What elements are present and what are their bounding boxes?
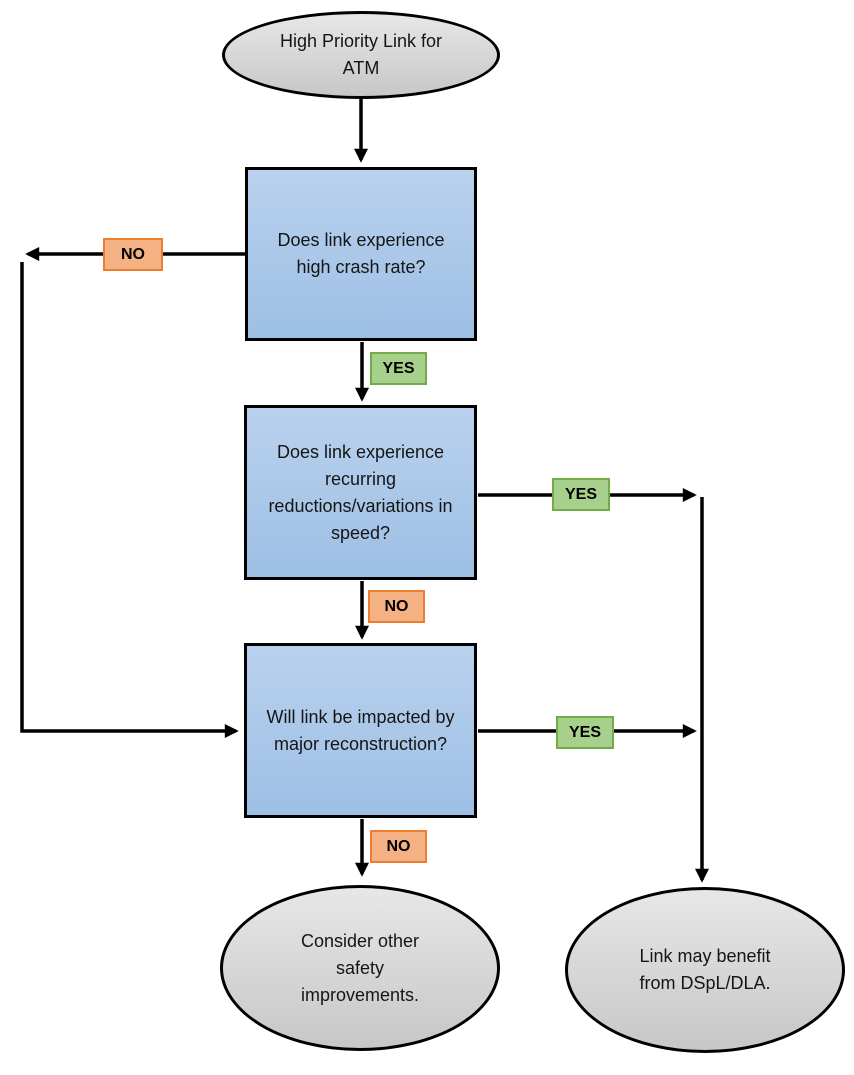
decision-speed-variation: Does link experience recurring reduction… xyxy=(244,405,477,580)
edge-label-yes-speed: YES xyxy=(552,478,610,511)
start-terminal-label: High Priority Link for ATM xyxy=(279,31,443,78)
edge-label-no-reconstruction: NO xyxy=(370,830,427,863)
outcome-other-safety-label: Consider other safety improvements. xyxy=(300,930,420,1005)
edge-label-no-speed: NO xyxy=(368,590,425,623)
decision-crash-rate-label: Does link experience high crash rate? xyxy=(277,230,445,277)
decision-crash-rate: Does link experience high crash rate? xyxy=(245,167,477,341)
outcome-dspl-dla: Link may benefit from DSpL/DLA. xyxy=(565,887,845,1053)
decision-speed-variation-label: Does link experience recurring reduction… xyxy=(268,441,453,543)
connector-left-loop-to-reconstruction xyxy=(20,262,239,738)
start-terminal: High Priority Link for ATM xyxy=(222,11,500,99)
outcome-other-safety: Consider other safety improvements. xyxy=(220,885,500,1051)
decision-reconstruction: Will link be impacted by major reconstru… xyxy=(244,643,477,818)
decision-reconstruction-label: Will link be impacted by major reconstru… xyxy=(266,706,455,754)
edge-label-no-crash: NO xyxy=(103,238,163,271)
edge-label-yes-crash: YES xyxy=(370,352,427,385)
outcome-dspl-dla-label: Link may benefit from DSpL/DLA. xyxy=(639,946,771,993)
edge-label-yes-reconstruction: YES xyxy=(556,716,614,749)
